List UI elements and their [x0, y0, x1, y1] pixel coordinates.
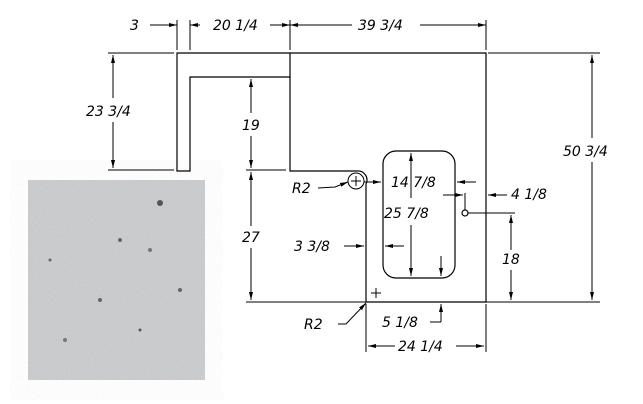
dim-sink-bottom-offset: 5 1/8	[382, 315, 418, 331]
dimension-lines	[111, 23, 594, 348]
dim-faucet-offset: 4 1/8	[511, 187, 547, 203]
dim-faucet-height: 18	[502, 252, 520, 268]
countertop-outline	[176, 52, 487, 303]
radius-center-lower	[371, 288, 381, 298]
stone-swatch	[28, 180, 205, 380]
radius-label-lower: R2	[304, 317, 323, 333]
dim-sink-left-offset: 3 3/8	[294, 239, 330, 255]
dim-total-depth: 50 3/4	[563, 144, 608, 160]
dim-inner-depth: 19	[242, 118, 260, 134]
radius-label-upper: R2	[292, 181, 311, 197]
dim-bottom-width: 24 1/4	[398, 339, 443, 355]
sink-cutout	[382, 150, 456, 279]
dim-left-strip-width: 3	[130, 18, 139, 34]
dim-main-width: 39 3/4	[358, 18, 403, 34]
dim-sink-width: 14 7/8	[391, 175, 436, 191]
dim-sink-length: 25 7/8	[384, 206, 429, 222]
radius-center-upper	[347, 172, 365, 190]
faucet-hole	[461, 209, 469, 217]
dim-return-depth: 23 3/4	[86, 104, 131, 120]
dim-return-width: 20 1/4	[213, 18, 258, 34]
dim-lower-depth: 27	[242, 230, 260, 246]
